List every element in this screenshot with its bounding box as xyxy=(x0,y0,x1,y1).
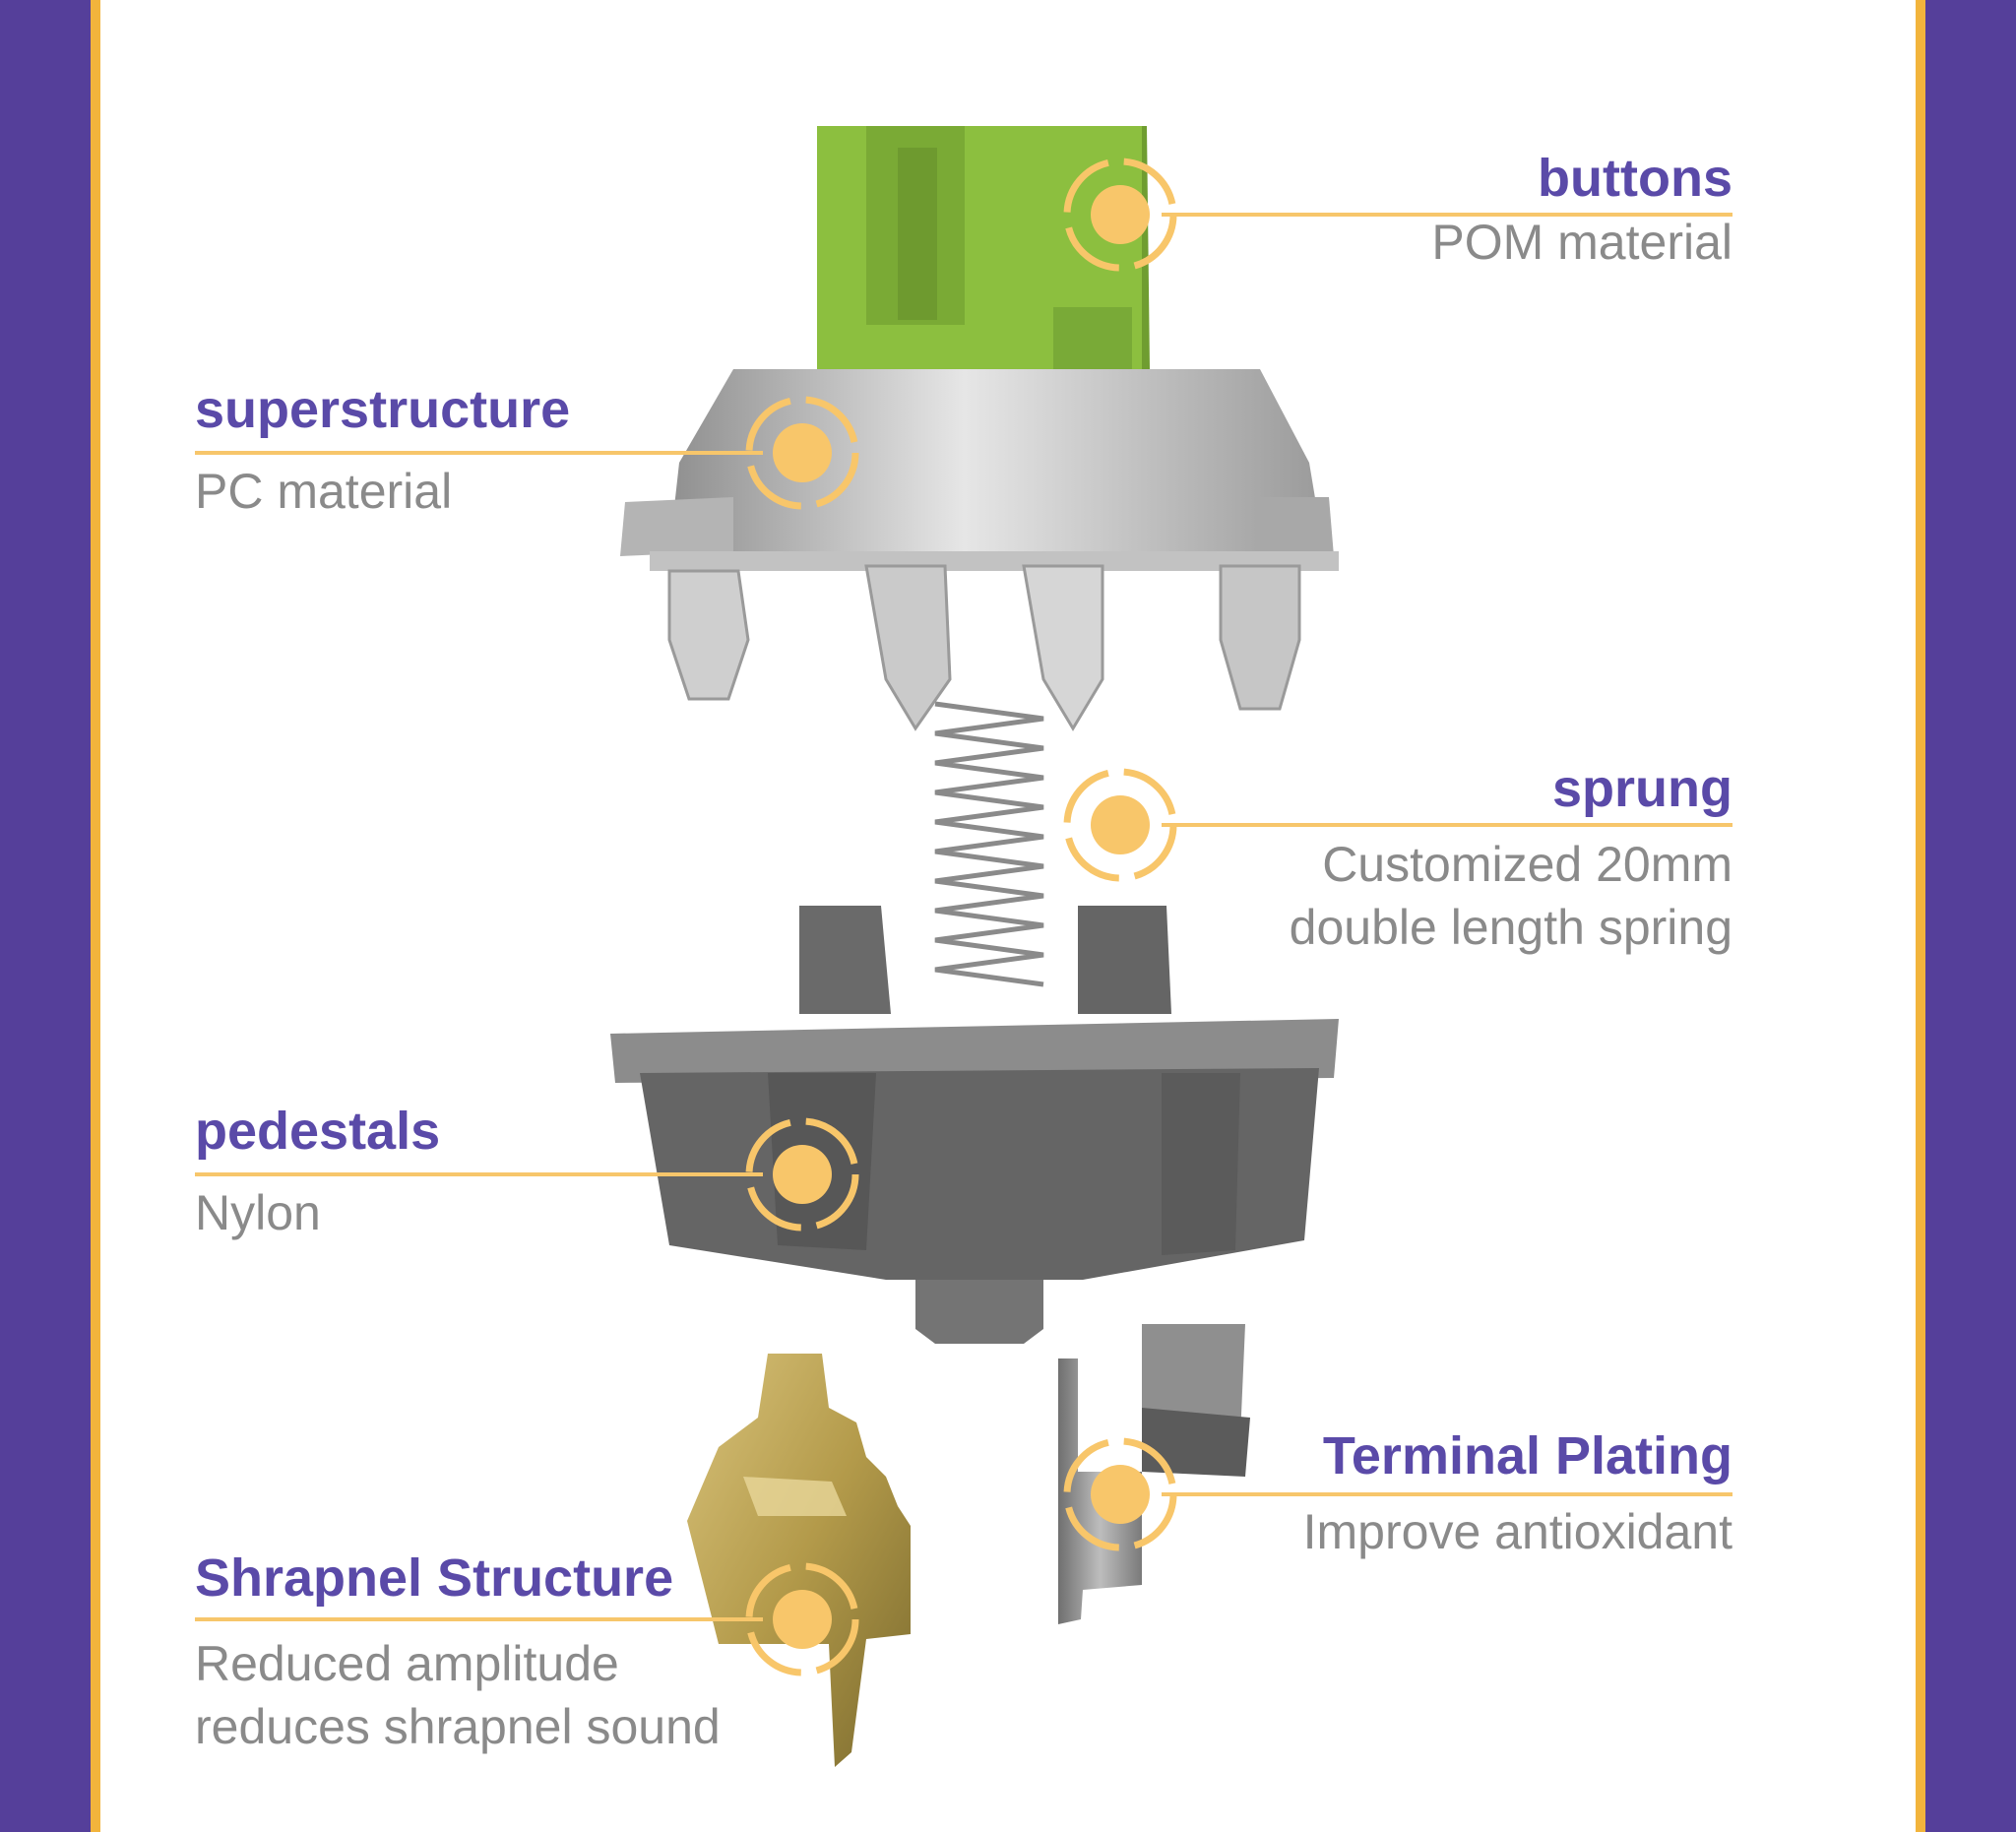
terminal-part xyxy=(1058,1324,1250,1624)
label-terminal-title: Terminal Plating xyxy=(1322,1426,1732,1485)
label-superstructure: superstructure PC material xyxy=(195,379,570,521)
stem-part xyxy=(817,126,1150,376)
label-terminal-line-1: Improve antioxidant xyxy=(1302,1504,1732,1560)
label-shrapnel-line-2: reduces shrapnel sound xyxy=(195,1698,721,1754)
label-shrapnel-line-1: Reduced amplitude xyxy=(195,1636,619,1692)
frame-right-gold-stripe xyxy=(1916,0,1925,1832)
frame-right-border xyxy=(1925,0,2016,1832)
label-shrapnel-title: Shrapnel Structure xyxy=(195,1548,674,1608)
shrapnel-part xyxy=(687,1354,911,1767)
callout-marker-icon xyxy=(1063,1437,1177,1551)
label-sprung-title: sprung xyxy=(1552,759,1732,818)
top-housing-part xyxy=(620,369,1339,731)
spring-part xyxy=(934,701,1044,987)
label-pedestals: pedestals Nylon xyxy=(195,1101,440,1242)
bottom-housing-part xyxy=(610,906,1339,1344)
label-buttons: buttons POM material xyxy=(1431,148,1732,272)
callout-marker-icon xyxy=(1063,768,1177,882)
frame-left-gold-stripe xyxy=(91,0,100,1832)
frame-left-border xyxy=(0,0,91,1832)
label-buttons-line-1: POM material xyxy=(1431,215,1732,271)
label-superstructure-title: superstructure xyxy=(195,380,571,439)
label-superstructure-line-1: PC material xyxy=(195,464,453,520)
callouts xyxy=(195,158,1732,1676)
label-shrapnel: Shrapnel Structure Reduced amplitude red… xyxy=(195,1548,721,1755)
callout-marker-icon xyxy=(745,1562,859,1676)
label-terminal: Terminal Plating Improve antioxidant xyxy=(1303,1425,1732,1561)
label-sprung-line-2: double length spring xyxy=(1289,899,1732,955)
label-sprung: sprung Customized 20mm double length spr… xyxy=(1290,758,1732,956)
callout-marker-icon xyxy=(1063,158,1177,272)
label-pedestals-line-1: Nylon xyxy=(195,1185,321,1241)
label-pedestals-title: pedestals xyxy=(195,1102,441,1161)
callout-marker-icon xyxy=(745,396,859,510)
label-sprung-line-1: Customized 20mm xyxy=(1322,837,1732,893)
callout-marker-icon xyxy=(745,1117,859,1232)
label-buttons-title: buttons xyxy=(1538,149,1732,208)
